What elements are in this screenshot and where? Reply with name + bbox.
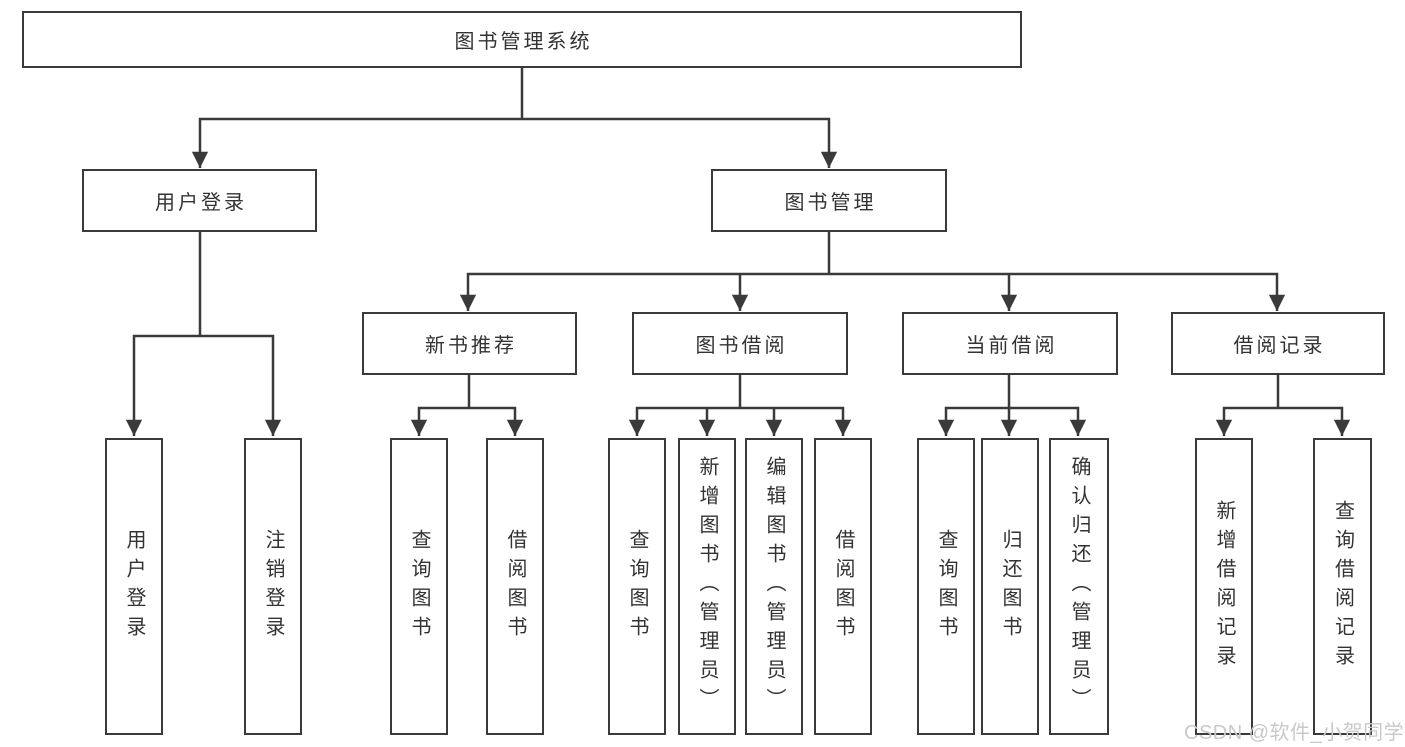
- node-book-borrow: 图书借阅: [632, 312, 848, 375]
- leaf-record-add: 新增借阅记录: [1195, 438, 1253, 735]
- leaf-current-query-book: 查询图书: [917, 438, 975, 735]
- leaf-borrow-add-book-admin: 新增图书（管理员）: [678, 438, 736, 735]
- node-current-borrow: 当前借阅: [902, 312, 1118, 375]
- leaf-current-return-book: 归还图书: [981, 438, 1039, 735]
- leaf-recommend-borrow-book: 借阅图书: [486, 438, 544, 735]
- csdn-watermark: CSDN @软件_小贺同学: [1184, 722, 1405, 744]
- leaf-record-query: 查询借阅记录: [1313, 438, 1372, 735]
- leaf-borrow-borrow-book: 借阅图书: [814, 438, 872, 735]
- node-user-login: 用户登录: [82, 169, 317, 232]
- leaf-borrow-query-book: 查询图书: [608, 438, 666, 735]
- node-library-management-system: 图书管理系统: [22, 11, 1022, 68]
- leaf-borrow-edit-book-admin: 编辑图书（管理员）: [745, 438, 803, 735]
- leaf-user-login: 用户登录: [105, 438, 163, 735]
- leaf-logout: 注销登录: [244, 438, 302, 735]
- node-borrow-record: 借阅记录: [1171, 312, 1385, 375]
- leaf-recommend-query-book: 查询图书: [390, 438, 448, 735]
- node-book-management: 图书管理: [711, 169, 947, 232]
- leaf-current-confirm-return-admin: 确认归还（管理员）: [1049, 438, 1109, 735]
- node-new-book-recommend: 新书推荐: [362, 312, 577, 375]
